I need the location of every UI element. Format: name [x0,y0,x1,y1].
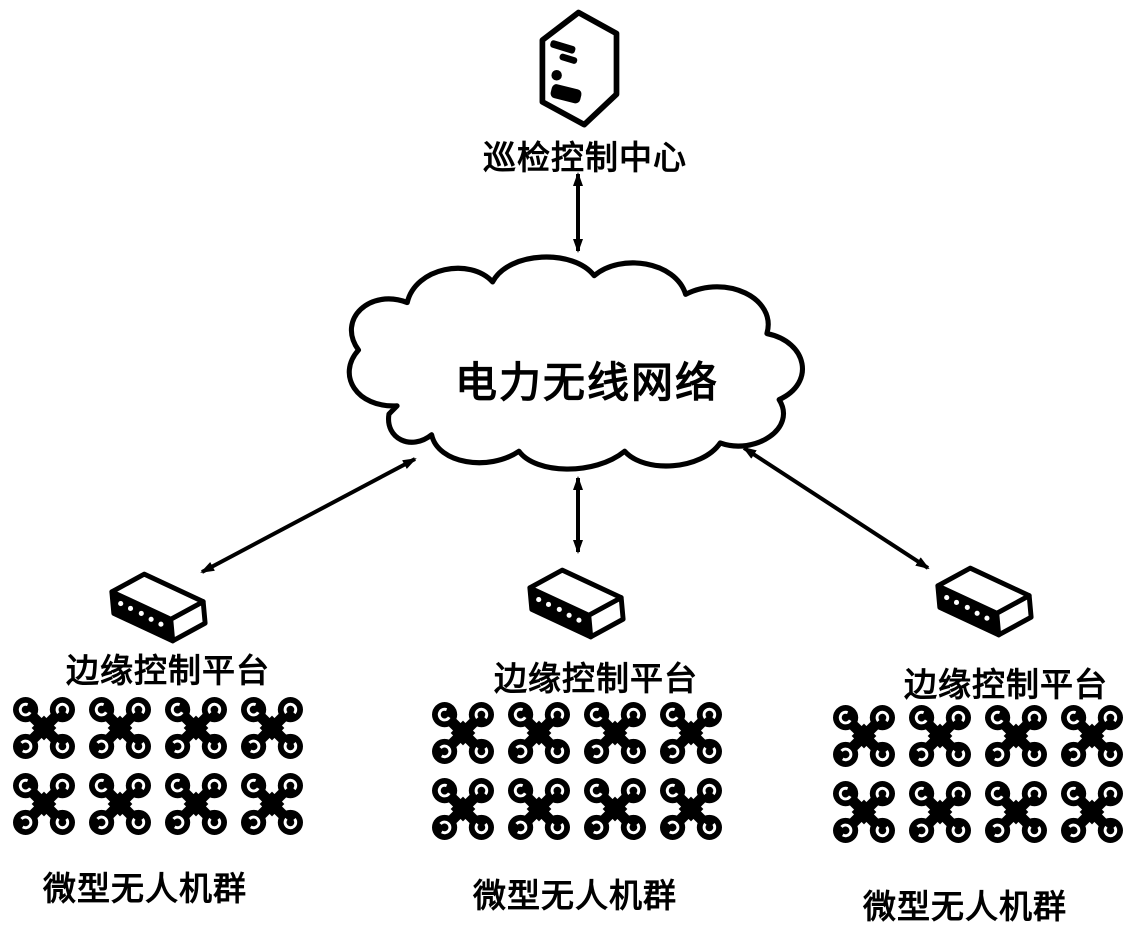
drone-icon [584,702,646,764]
drone-icon [833,781,895,843]
edge-platform-label: 边缘控制平台 [494,659,698,698]
drone-icon [833,705,895,767]
drone-icon [985,705,1047,767]
drone-icon [985,781,1047,843]
drone-swarm-label: 微型无人机群 [863,887,1067,926]
drone-icon [432,778,494,840]
drone-icon [508,702,570,764]
drone-icon [13,697,75,759]
arrow-cloud-to-left-platform [200,457,417,574]
edge-platform-icon [104,568,212,647]
drone-icon [241,697,303,759]
control-center-label: 巡检控制中心 [483,138,687,177]
drone-icon [89,697,151,759]
drone-icon [909,781,971,843]
drone-icon [1061,781,1123,843]
drone-swarm [13,697,303,835]
drone-icon [660,778,722,840]
drone-icon [432,702,494,764]
edge-platform-label: 边缘控制平台 [904,665,1108,704]
edge-platform-icon [930,562,1038,641]
drone-icon [241,773,303,835]
drone-icon [660,702,722,764]
drone-icon [13,773,75,835]
edge-platform-label: 边缘控制平台 [66,651,270,690]
cloud-label: 电力无线网络 [454,358,719,407]
drone-icon [909,705,971,767]
arrow-cloud-to-right-platform [742,446,930,570]
drone-icon [508,778,570,840]
drone-icon [165,697,227,759]
server-icon [531,8,626,133]
drone-icon [89,773,151,835]
drone-icon [1061,705,1123,767]
edge-platform-icon [522,564,630,643]
drone-swarm-label: 微型无人机群 [43,869,247,908]
drone-swarm [833,705,1123,843]
drone-icon [165,773,227,835]
drone-swarm [432,702,722,840]
drone-swarm-label: 微型无人机群 [473,876,677,915]
drone-icon [584,778,646,840]
network-cloud [346,254,805,472]
